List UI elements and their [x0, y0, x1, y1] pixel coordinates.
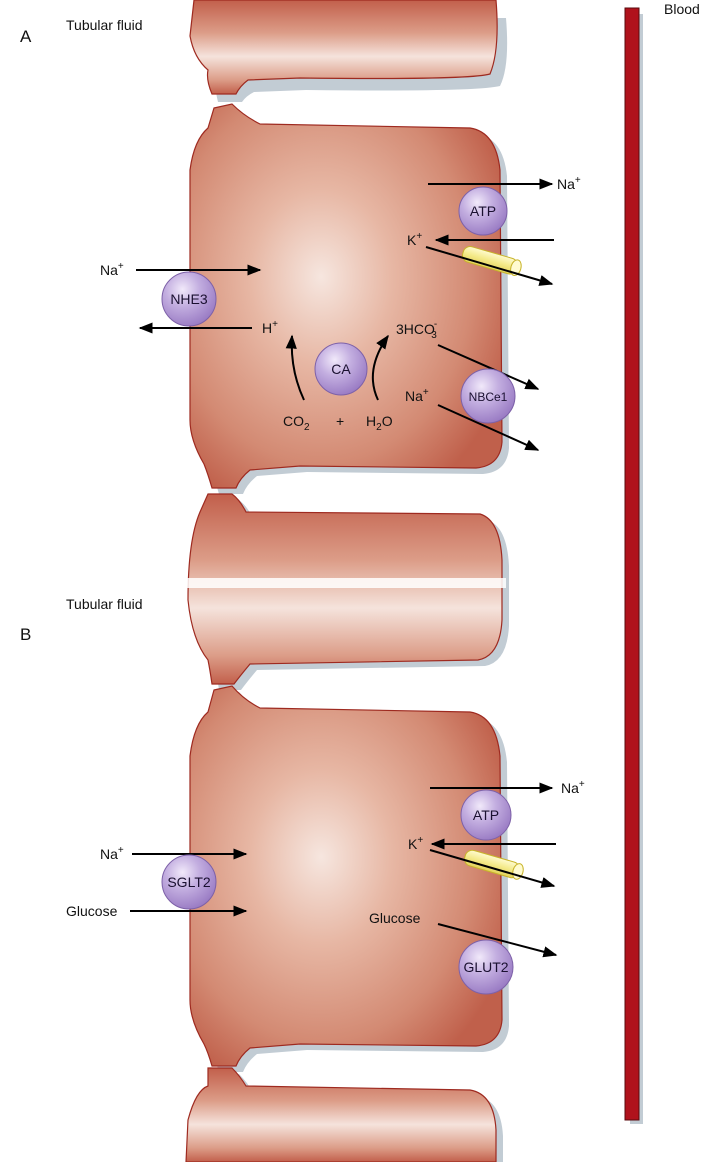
nbce1-protein-icon — [460, 368, 516, 424]
hco3-efflux-arrow — [437, 344, 540, 390]
nhe3-label: NHE3 — [170, 291, 208, 307]
na-cotransport-arrow — [437, 404, 540, 451]
nhe3-exchanger: NHE3 — [136, 264, 262, 334]
cell-bottom-b — [185, 1067, 503, 1162]
na-nbce1-label: Na+ — [405, 387, 429, 404]
nhe3-protein-icon — [161, 271, 217, 327]
k-label-b: K+ — [408, 835, 423, 852]
k-channel-a — [425, 246, 554, 286]
atp-label-a: ATP — [470, 203, 496, 219]
atp-pump-icon-a — [458, 186, 508, 236]
cell-divider-strip — [186, 493, 509, 690]
carbonic-anhydrase-reaction: CA — [285, 334, 389, 401]
glut2-label: GLUT2 — [463, 959, 508, 975]
plus-sign: + — [336, 413, 344, 429]
k-efflux-arrow-b — [429, 849, 556, 888]
k-channel-b — [429, 849, 556, 888]
hco3-label: 3HCO-3 — [396, 319, 437, 341]
ca-label: CA — [331, 361, 351, 377]
h2o-label: H2O — [366, 413, 393, 433]
k-label-a: K+ — [407, 231, 422, 248]
k-efflux-arrow-a — [425, 246, 554, 286]
ca-enzyme-icon — [314, 342, 368, 396]
blood-vessel — [624, 7, 643, 1124]
cell-main-a — [189, 103, 509, 494]
glut2-transporter: GLUT2 — [437, 923, 558, 995]
hco3-product-arrow — [371, 334, 389, 401]
na-k-atpase-a: ATP — [428, 178, 554, 246]
na-k-atpase-b: ATP — [430, 782, 556, 850]
nbce1-label: NBCe1 — [469, 390, 508, 404]
tubular-fluid-label-b: Tubular fluid — [66, 596, 143, 612]
glucose-efflux-arrow — [437, 923, 558, 958]
nbce1-cotransporter: NBCe1 — [437, 344, 540, 451]
na-basolateral-label-b: Na+ — [561, 779, 585, 796]
sglt2-protein-icon — [161, 854, 217, 910]
na-basolateral-label-a: Na+ — [557, 175, 581, 192]
glut2-protein-icon — [458, 939, 514, 995]
atp-label-b: ATP — [473, 807, 499, 823]
panel-b-label: B — [20, 625, 31, 644]
co2-label: CO2 — [283, 413, 310, 433]
tubular-fluid-label-a: Tubular fluid — [66, 17, 143, 33]
atp-pump-icon-b — [460, 789, 512, 841]
cell-top-a — [189, 0, 508, 102]
sglt2-cotransporter: SGLT2 — [130, 848, 248, 917]
blood-label: Blood — [664, 1, 700, 17]
glucose-basolateral-label: Glucose — [369, 910, 421, 926]
na-apical-label-a: Na+ — [100, 261, 124, 278]
h-product-arrow — [285, 334, 305, 401]
panel-a-label: A — [20, 27, 32, 46]
na-apical-label-b: Na+ — [100, 845, 124, 862]
glucose-apical-label: Glucose — [66, 903, 118, 919]
sglt2-label: SGLT2 — [167, 874, 211, 890]
h-label-a: H+ — [262, 319, 278, 336]
cell-main-b — [189, 685, 509, 1072]
